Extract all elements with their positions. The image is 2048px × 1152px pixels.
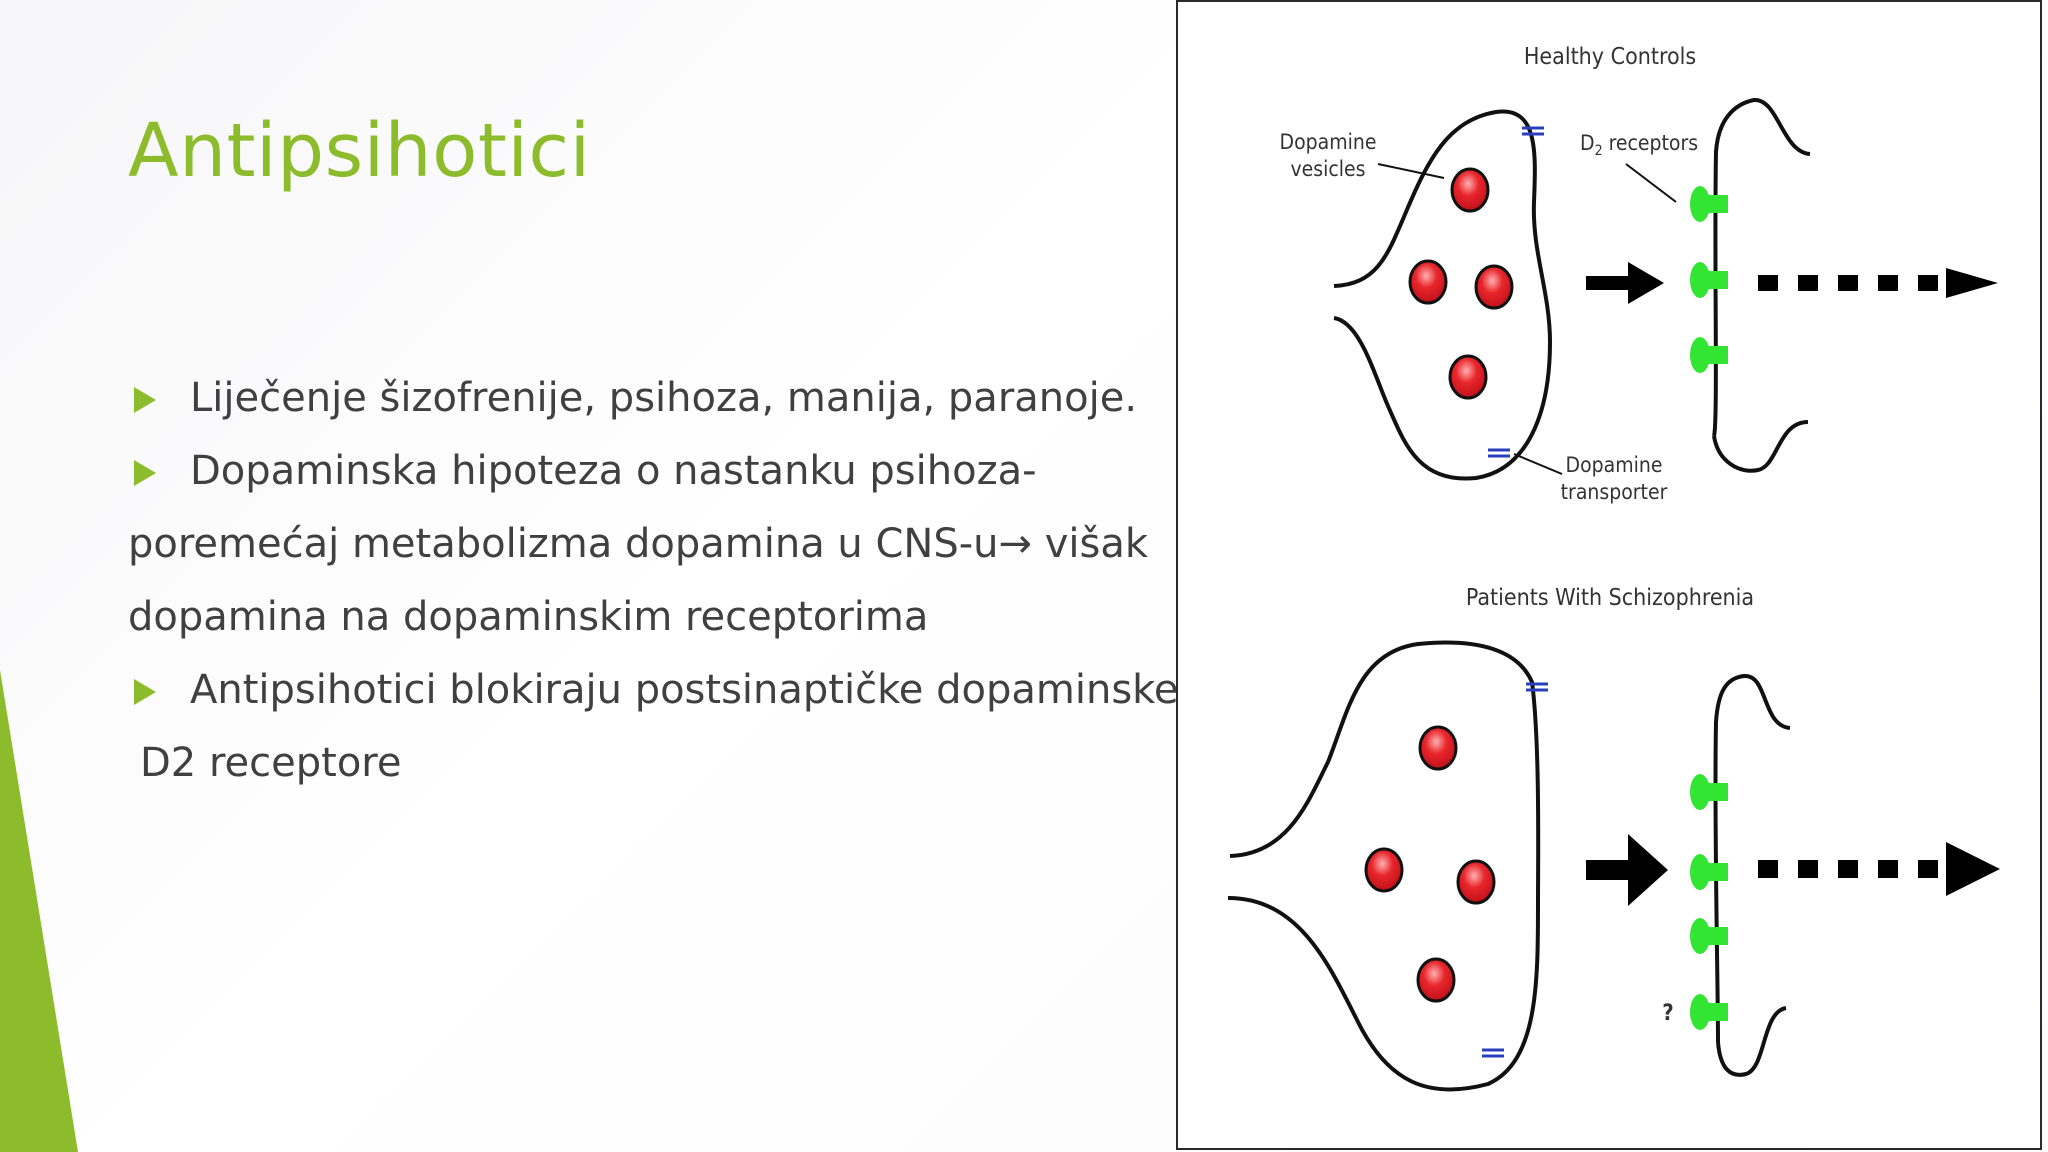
- postsynaptic-membrane-healthy: [1712, 98, 1811, 473]
- dopamine-vesicle: [1474, 264, 1514, 310]
- panel-title-schizophrenia: Patients With Schizophrenia: [1466, 585, 1754, 611]
- label-dopamine-transporter-line2: transporter: [1561, 480, 1668, 504]
- question-mark-label: ?: [1662, 1001, 1673, 1026]
- dopamine-vesicle: [1448, 354, 1488, 400]
- d2-receptor: [1690, 186, 1728, 222]
- bullet-text: Antipsihotici blokiraju postsinaptičke d…: [190, 667, 1179, 713]
- leader-line: [1377, 163, 1445, 179]
- d2-receptor: [1690, 854, 1728, 890]
- slide-title: Antipsihotici: [128, 108, 591, 194]
- bullet-item: Antipsihotici blokiraju postsinaptičke d…: [128, 654, 1179, 727]
- label-dopamine-transporter-line1: Dopamine: [1566, 453, 1663, 477]
- d2-receptor: [1690, 774, 1728, 810]
- d2-receptor: [1690, 918, 1728, 954]
- dopamine-transporter: [1526, 682, 1548, 692]
- bullet-list: Liječenje šizofrenije, psihoza, manija, …: [128, 362, 1179, 800]
- arrow-right-icon: [1586, 834, 1668, 906]
- signal-arrow: [1758, 842, 2000, 896]
- bullet-text: Liječenje šizofrenije, psihoza, manija, …: [190, 375, 1138, 421]
- postsynaptic-membrane-schizophrenia: [1713, 674, 1791, 1077]
- dopamine-vesicle: [1418, 725, 1458, 771]
- panel-title-healthy: Healthy Controls: [1524, 44, 1696, 70]
- dopamine-vesicle: [1456, 859, 1496, 905]
- bullet-item: Dopaminska hipoteza o nastanku psihoza-: [128, 435, 1148, 508]
- leader-line: [1513, 453, 1563, 475]
- synapse-figure: Healthy Controls Dopamine vesicles D2 re…: [1176, 0, 2042, 1150]
- dopamine-transporter: [1522, 126, 1544, 136]
- bullet-continuation: poremećaj metabolizma dopamina u CNS-u→ …: [128, 521, 1149, 567]
- label-dopamine-vesicles-line2: vesicles: [1290, 157, 1365, 181]
- presynaptic-terminal-schizophrenia: [1227, 640, 1541, 1092]
- synapse-diagram: Healthy Controls Dopamine vesicles D2 re…: [1227, 44, 2000, 1092]
- leader-line: [1625, 163, 1677, 203]
- dopamine-vesicle: [1416, 957, 1456, 1003]
- dopamine-transporter: [1488, 448, 1510, 458]
- bullet-text: Dopaminska hipoteza o nastanku psihoza-: [190, 448, 1037, 494]
- label-d2-receptors: D2 receptors: [1580, 131, 1698, 159]
- triangle-bullet-icon: [134, 460, 156, 486]
- dopamine-vesicle: [1450, 167, 1490, 213]
- bullet-continuation: dopamina na dopaminskim receptorima: [128, 594, 929, 640]
- dopamine-vesicle: [1364, 847, 1404, 893]
- label-dopamine-vesicles-line1: Dopamine: [1280, 130, 1377, 154]
- bullet-continuation: D2 receptore: [140, 740, 402, 786]
- bullet-item: Liječenje šizofrenije, psihoza, manija, …: [128, 362, 1148, 435]
- triangle-bullet-icon: [134, 679, 156, 705]
- d2-receptor: [1690, 262, 1728, 298]
- dopamine-transporter: [1482, 1048, 1504, 1058]
- signal-arrow: [1758, 268, 1998, 298]
- d2-receptor: [1690, 337, 1728, 373]
- arrow-right-icon: [1586, 262, 1664, 304]
- presynaptic-terminal-healthy: [1333, 109, 1553, 481]
- dopamine-vesicle: [1408, 259, 1448, 305]
- triangle-bullet-icon: [134, 387, 156, 413]
- accent-bar: [0, 670, 78, 1152]
- d2-receptor: [1690, 994, 1728, 1030]
